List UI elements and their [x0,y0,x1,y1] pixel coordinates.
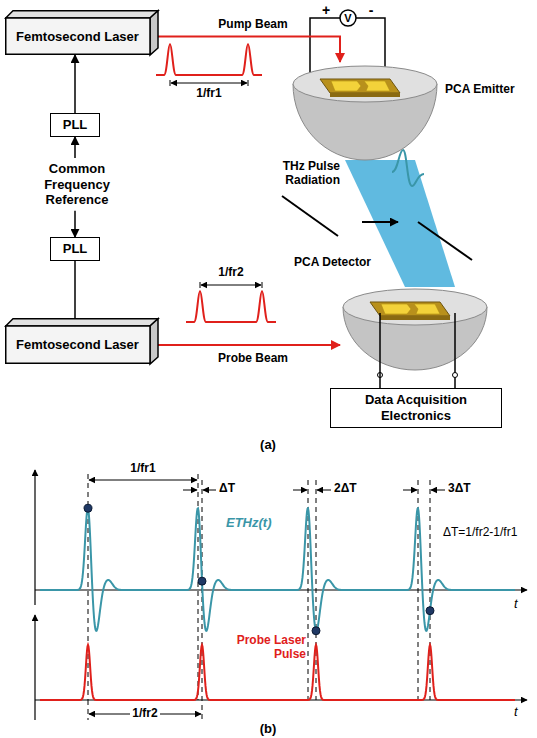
housing-side [150,319,158,364]
tick [200,282,201,288]
guide-lines [88,474,430,720]
node-text: PLL [63,241,88,257]
panel-label: (a) [260,438,276,453]
guide-line [88,700,89,720]
mirror [418,222,472,260]
connector [150,37,340,63]
pca-emitter: PCA Emitter [290,62,440,162]
connector [379,372,381,388]
electrode [364,81,390,91]
guide-line [316,480,317,700]
tick [262,282,263,288]
signal-label: Probe Laser Pulse [224,634,306,662]
laser-box: Femtosecond Laser [5,326,150,364]
delay-arrow [203,490,216,491]
delay-arrow [293,490,307,491]
beam-caption: THz Pulse Radiation [268,160,340,188]
delay-arrow [183,490,197,491]
panel-label: (b) [260,722,277,737]
electrode [331,81,361,91]
node-text: Common Frequency Reference [36,161,118,208]
signal-label: ETHz(t) [226,516,272,531]
y-axis [34,470,35,605]
probe-pulse-train [186,291,276,322]
connector [74,137,76,158]
node-text: Femtosecond Laser [16,29,139,45]
pca-detector: PCA Detector [340,287,490,372]
period-label: 1/fr2 [218,266,243,280]
daq-box: Data Acquisition Electronics [330,388,502,428]
polarity-sign: - [369,2,374,18]
delay-arrow [431,490,445,491]
connector [150,344,340,346]
node-text: Femtosecond Laser [16,337,139,353]
sample-dot [426,607,434,615]
electrode [381,304,411,314]
connector [74,261,76,326]
beam-direction-arrow [362,221,398,223]
period-arrow [201,285,261,286]
housing-side [150,11,158,55]
delay-arrow [403,490,417,491]
node-text: PLL [63,117,88,133]
dome-top [293,66,437,102]
node-text: PCA Emitter [445,82,515,96]
voltage-label: V [344,12,351,25]
period-label: 1/fr1 [196,87,221,101]
chip-substrate [320,79,400,93]
terminal [453,373,458,378]
pll-box: PLL [50,113,100,137]
housing-front [6,326,150,363]
sample-dot [84,504,92,512]
pll-box: PLL [50,237,100,261]
chip-edge [330,93,400,97]
period-label: 1/fr2 [130,707,159,721]
electrode [414,304,440,314]
delay-label: ΔT [219,482,235,496]
axis-label: t [514,705,518,720]
tick [248,80,249,86]
connector [74,211,76,237]
beam-label: Pump Beam [218,17,287,31]
beam-label: Probe Beam [218,351,288,365]
sample-dot [312,627,320,635]
equation-label: ΔT=1/fr2-1/fr1 [443,526,517,540]
signal-wire [454,313,456,372]
delay-arrow [317,490,331,491]
signal-wire [379,313,381,372]
node-text: Data Acquisition Electronics [337,392,495,423]
thz-pulse-icon [392,150,424,186]
y-axis [34,615,35,720]
pump-pulse-train [156,44,262,75]
voltage-source [340,10,356,26]
mirror [282,196,338,236]
chip-substrate [370,302,450,316]
connector [74,55,76,113]
guide-line [430,480,431,700]
axis-label: t [514,597,518,612]
sample-dot [198,577,206,585]
dome-top [343,289,487,325]
housing-top [6,11,158,18]
lens-dome [290,62,440,162]
delay-label: 3ΔT [448,482,471,496]
period-label: 1/fr1 [130,462,155,476]
polarity-sign: + [322,2,330,18]
laser-box: Femtosecond Laser [5,18,150,55]
tick [170,80,171,86]
lens-dome [340,287,490,372]
period-arrow [171,83,247,84]
node-text: PCA Detector [294,255,371,269]
delay-label: 2ΔT [334,482,357,496]
housing-top [6,319,158,326]
reference-label: Common Frequency Reference [30,158,124,211]
chip-edge [380,316,450,320]
housing-front [6,18,150,54]
period-arrow [89,480,197,481]
